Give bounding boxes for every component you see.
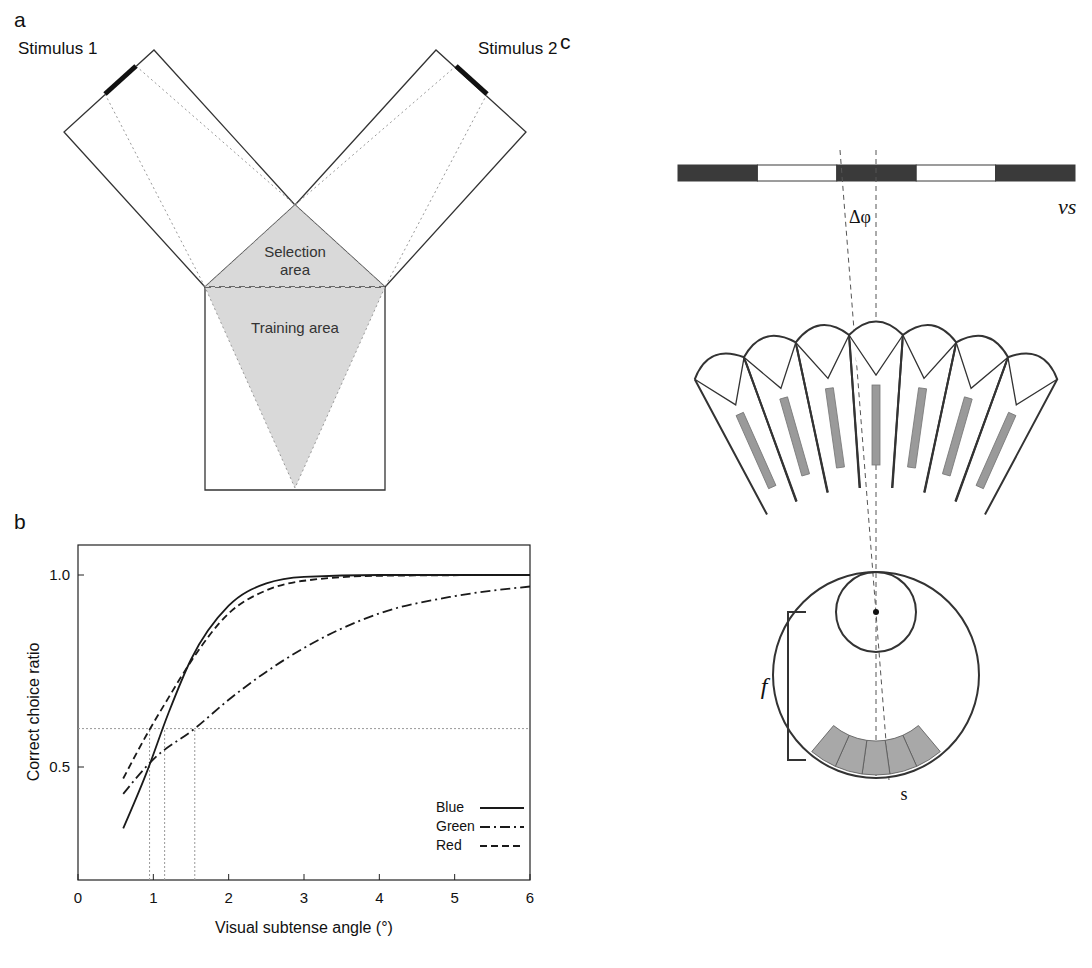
tick-label: 4 (375, 890, 383, 907)
optic-axis (840, 150, 889, 780)
sight-line (385, 94, 487, 287)
rhabdom (908, 388, 927, 468)
legend-label: Green (436, 819, 475, 834)
tick-mark (78, 874, 79, 880)
sight-line (105, 94, 205, 287)
psychometric-curve (123, 587, 530, 794)
sight-lines (105, 66, 487, 287)
stimulus-label: Stimulus 1 (18, 40, 97, 59)
tick-mark (454, 874, 455, 880)
threshold-drop (194, 729, 195, 880)
region-edge (205, 287, 385, 288)
stimulus-bar (456, 66, 487, 94)
grating-bar (996, 165, 1075, 181)
psychometric-curve (123, 575, 530, 779)
crystalline-cone (849, 335, 903, 375)
tick-label: 5 (450, 890, 458, 907)
symbol-label: f (761, 673, 768, 699)
ommatidium (946, 345, 1063, 519)
region-edge (295, 287, 385, 488)
maze-stem (205, 287, 385, 490)
symbol-label: Δφ (848, 208, 872, 228)
region-fill (205, 287, 385, 488)
tick-mark (530, 874, 531, 880)
grating-bar (916, 165, 995, 181)
rhabdom (736, 412, 776, 488)
threshold-drop (149, 729, 150, 880)
plot-frame (78, 545, 530, 880)
tick-mark (153, 874, 154, 880)
tick-label: 2 (224, 890, 232, 907)
rhabdom (872, 385, 880, 465)
sight-line (136, 66, 295, 205)
stimulus-label: Stimulus 2 (478, 40, 557, 59)
focal-bracket (788, 612, 806, 760)
tick-label: 6 (526, 890, 534, 907)
region: Selection area (205, 205, 385, 287)
tick-mark (228, 874, 229, 880)
panel-letter: a (14, 8, 26, 31)
region-label: Training area (230, 319, 360, 337)
region-edge (205, 287, 295, 488)
legend-sample (480, 826, 524, 828)
tick-mark (379, 874, 380, 880)
legend-sample (480, 807, 524, 809)
photoreceptor-segment (885, 735, 916, 774)
rhabdom (976, 412, 1016, 488)
ommatidium-wall (946, 345, 1063, 519)
stimuli (105, 66, 487, 94)
stimulus-bar (105, 66, 136, 94)
panel-letter: c (560, 30, 571, 53)
tick-mark (78, 575, 84, 576)
crystalline-cone (992, 357, 1058, 416)
crystalline-cone (796, 335, 855, 382)
threshold-drop (164, 729, 165, 880)
tick-label: 1 (149, 890, 157, 907)
rhabdom (825, 388, 844, 468)
plot (78, 545, 530, 880)
y-maze (64, 50, 526, 490)
region-shape (205, 287, 385, 488)
compound-eye (689, 322, 1063, 520)
grating-bar (678, 165, 757, 181)
region-edge (205, 286, 385, 287)
legend-label: Blue (436, 800, 464, 815)
tick-label: 1.0 (49, 567, 70, 584)
tick-mark (78, 767, 84, 768)
symbol-label: s (900, 785, 907, 805)
legend-label: Red (436, 838, 462, 853)
rhabdom (942, 397, 972, 476)
tick-label: 0.5 (49, 759, 70, 776)
rhabdom (780, 397, 810, 476)
panel-letter: b (14, 510, 26, 533)
tick-label: 0 (74, 890, 82, 907)
legend-sample (480, 845, 524, 847)
region: Training area (205, 287, 385, 488)
eye-outline (773, 572, 979, 778)
tick-mark (304, 874, 305, 880)
axis-title: Correct choice ratio (25, 643, 43, 782)
tick-label: 3 (300, 890, 308, 907)
nodal-point (873, 609, 879, 615)
symbol-label: νs (1058, 195, 1076, 219)
crystalline-cone (897, 335, 956, 382)
grating-bar (757, 165, 836, 181)
threshold-line (78, 728, 530, 729)
eye-lens (836, 572, 916, 652)
sight-line (295, 66, 456, 205)
crystalline-cone (945, 342, 1008, 395)
optic-axes (840, 150, 889, 780)
psychometric-curve (123, 575, 530, 828)
camera-eye (773, 572, 979, 778)
axis-title: Visual subtense angle (°) (215, 919, 393, 937)
region-label: Selection area (250, 243, 340, 279)
region-fill (205, 205, 385, 287)
